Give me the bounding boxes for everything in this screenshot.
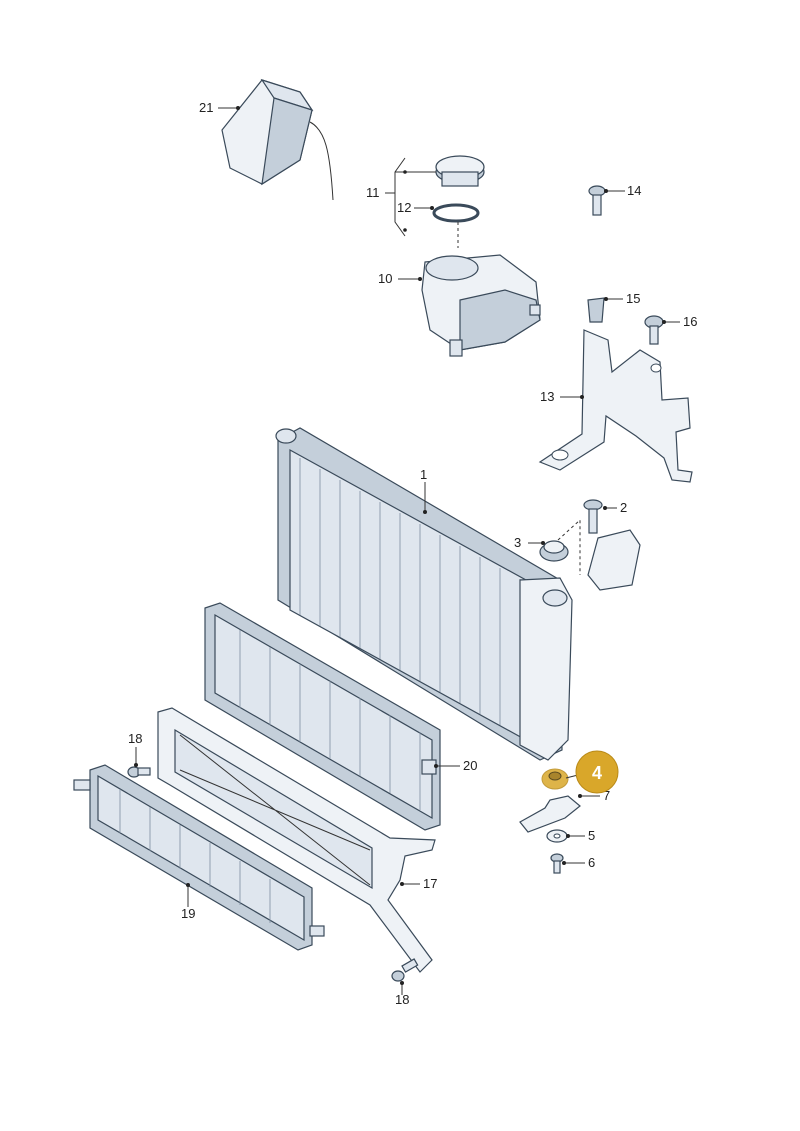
callout-18-upper: 18 (128, 731, 142, 767)
callout-3: 3 (514, 535, 545, 550)
label-11: 11 (366, 185, 380, 200)
label-15: 15 (626, 291, 640, 306)
part-4-highlighted-bushing[interactable] (541, 768, 569, 790)
label-21: 21 (199, 100, 213, 115)
part-14-bolt[interactable] (588, 185, 606, 216)
label-16: 16 (683, 314, 697, 329)
part-17-frame[interactable] (157, 707, 436, 973)
part-2-pin[interactable] (583, 499, 603, 534)
callout-17: 17 (400, 876, 437, 891)
label-1: 1 (420, 467, 427, 482)
callout-21: 21 (199, 100, 240, 115)
label-14: 14 (627, 183, 641, 198)
part-3-rubber-mount[interactable] (539, 540, 569, 562)
callout-20: 20 (434, 758, 477, 773)
label-6: 6 (588, 855, 595, 870)
callout-15: 15 (604, 291, 640, 306)
part-20-condenser[interactable] (204, 602, 441, 831)
label-19: 19 (181, 906, 195, 921)
highlight-label: 4 (592, 763, 602, 783)
label-12: 12 (397, 200, 411, 215)
callout-1: 1 (420, 467, 427, 514)
callout-18-lower: 18 (395, 981, 409, 1007)
part-7-holder[interactable] (519, 795, 581, 833)
label-7: 7 (603, 788, 610, 803)
callout-14: 14 (604, 183, 641, 198)
part-19-auxiliary-cooler[interactable] (73, 764, 325, 951)
callout-2: 2 (603, 500, 627, 515)
part-10-expansion-tank[interactable] (421, 254, 541, 357)
part-6-screw[interactable] (550, 853, 564, 874)
label-18-lower: 18 (395, 992, 409, 1007)
part-1-radiator[interactable] (275, 427, 573, 761)
callout-6: 6 (562, 855, 595, 870)
part-12-seal-ring[interactable] (432, 203, 480, 223)
callout-19: 19 (181, 883, 195, 921)
part-18-bolt-upper[interactable] (127, 766, 151, 778)
callout-13: 13 (540, 389, 584, 404)
part-21-reservoir-bottle[interactable] (221, 78, 334, 201)
label-13: 13 (540, 389, 554, 404)
label-2: 2 (620, 500, 627, 515)
part-15-clip[interactable] (587, 297, 605, 323)
callout-7: 7 (578, 788, 610, 803)
label-5: 5 (588, 828, 595, 843)
highlight-badge-4[interactable]: 4 (565, 750, 619, 794)
part-16-bolt[interactable] (644, 315, 664, 345)
part-5-washer[interactable] (546, 829, 568, 843)
label-17: 17 (423, 876, 437, 891)
part-18-bolt-lower[interactable] (391, 958, 419, 982)
label-20: 20 (463, 758, 477, 773)
callout-5: 5 (566, 828, 595, 843)
label-10: 10 (378, 271, 392, 286)
part-13-bracket[interactable] (538, 329, 693, 483)
label-3: 3 (514, 535, 521, 550)
callout-12: 12 (397, 200, 434, 215)
label-18-upper: 18 (128, 731, 142, 746)
callout-11: 11 (366, 157, 436, 237)
bracket-right-upper[interactable] (587, 529, 641, 591)
callout-10: 10 (378, 271, 422, 286)
callout-16: 16 (662, 314, 697, 329)
part-11-filler-cap[interactable] (435, 155, 485, 187)
